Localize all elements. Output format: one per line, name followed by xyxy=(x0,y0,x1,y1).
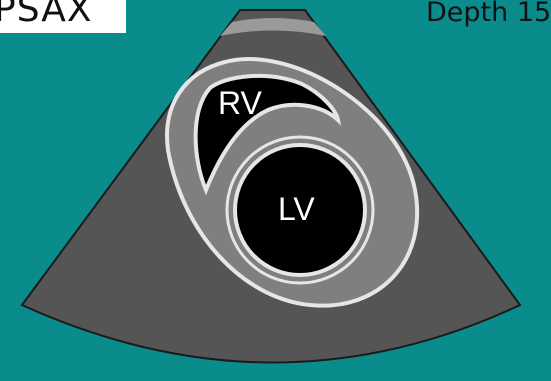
lv-label: LV xyxy=(278,191,315,227)
depth-label: Depth 15 xyxy=(426,0,551,28)
view-label-box: PSAX xyxy=(0,0,126,33)
view-label: PSAX xyxy=(0,0,93,28)
rv-label: RV xyxy=(218,85,263,121)
